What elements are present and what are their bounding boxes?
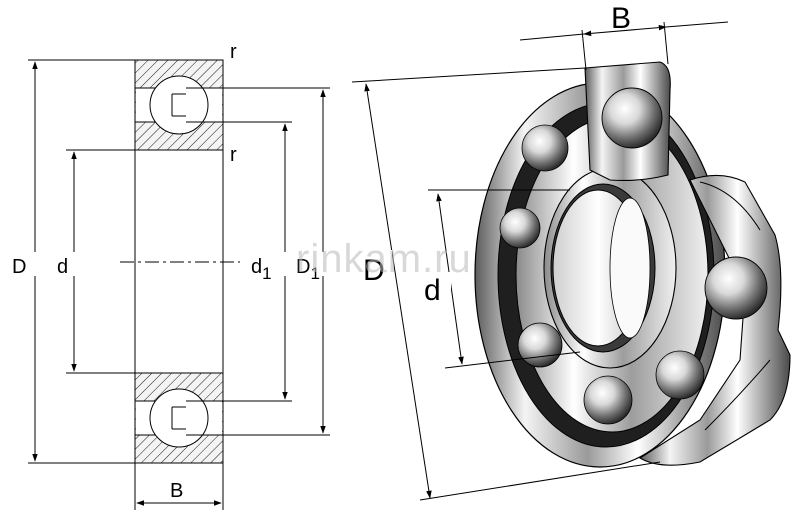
iso-view xyxy=(351,21,791,501)
iso-label-B: B xyxy=(611,2,631,35)
iso-ball xyxy=(583,375,633,425)
cutaway-right xyxy=(638,174,791,466)
watermark: rinkam.ru xyxy=(296,237,472,281)
iso-label-d: d xyxy=(424,274,441,307)
iso-dim-B xyxy=(583,24,667,37)
iso-dim-D xyxy=(364,83,432,499)
iso-label-D: D xyxy=(363,254,385,287)
iso-ball xyxy=(517,322,563,368)
label-D1: D1 xyxy=(296,256,320,283)
section-view xyxy=(28,59,330,510)
iso-ball-top xyxy=(601,87,663,149)
bottom-ball xyxy=(149,388,209,448)
iso-ball-right xyxy=(704,256,768,320)
label-r-top: r xyxy=(230,41,237,63)
iso-ball xyxy=(499,207,541,249)
label-d1: d1 xyxy=(251,256,272,283)
label-D: D xyxy=(12,256,26,278)
label-r-mid: r xyxy=(230,144,237,166)
top-ball xyxy=(149,75,209,135)
label-B-section: B xyxy=(170,480,183,502)
iso-ball xyxy=(521,124,569,172)
iso-ball xyxy=(655,350,705,400)
label-d: d xyxy=(57,256,68,278)
